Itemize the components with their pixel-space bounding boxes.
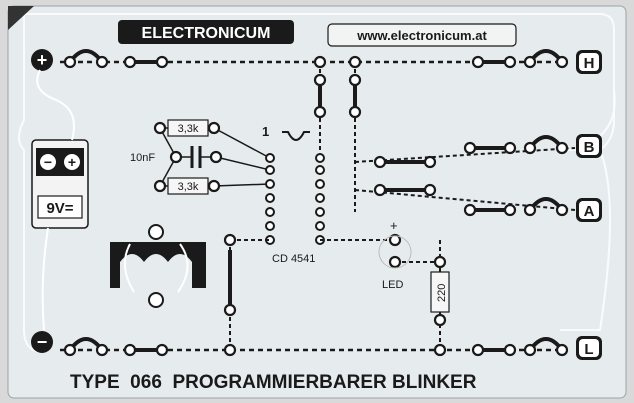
rail-plus-symbol: + [37, 50, 48, 70]
ic-label: CD 4541 [272, 253, 315, 265]
terminal-a[interactable]: A [576, 198, 602, 222]
led: + LED [378, 218, 412, 291]
terminal-l[interactable]: L [576, 336, 602, 360]
capacitor-label: 10nF [130, 152, 155, 164]
led-label: LED [382, 279, 403, 291]
resistor-top: 3,3k [158, 119, 214, 137]
programming-switch-icon [110, 224, 206, 308]
terminal-a-label: A [584, 203, 595, 220]
terminal-l-label: L [584, 341, 593, 358]
rail-minus-symbol-bg [31, 331, 53, 353]
battery-voltage: 9V= [46, 200, 73, 217]
battery-wire-minus [41, 227, 49, 331]
battery-9v: − + 9V= [31, 139, 89, 229]
ic-notch [282, 131, 310, 141]
resistor-bottom: 3,3k [158, 177, 214, 195]
terminal-h[interactable]: H [576, 50, 602, 74]
rail-minus-symbol: − [37, 332, 48, 352]
resistor-220-label: 220 [436, 284, 448, 302]
website-box [327, 23, 517, 47]
terminal-b-label: B [584, 139, 595, 156]
battery-plus: + [68, 154, 76, 170]
resistor-220: 220 [430, 271, 450, 313]
brand-label: ELECTRONICUM [142, 25, 271, 42]
ic-pins-left [265, 153, 275, 245]
terminal-b[interactable]: B [576, 134, 602, 158]
cut-outline [13, 13, 616, 353]
website-label: www.electronicum.at [356, 28, 487, 43]
footer-title: TYPE 066 PROGRAMMIERBARER BLINKER [70, 372, 477, 393]
rail-plus-symbol-bg [31, 49, 53, 71]
resistor-top-label: 3,3k [178, 123, 199, 135]
battery-wire-plus [36, 69, 75, 141]
brand-label-bg [118, 20, 294, 44]
ic-pins-right [315, 153, 325, 245]
ic-pin1-marker: 1 [262, 124, 269, 139]
corner-mark [8, 6, 34, 30]
capacitor: 10nF [130, 146, 216, 168]
battery-minus: − [44, 154, 52, 170]
led-plus: + [390, 218, 398, 233]
resistor-bottom-label: 3,3k [178, 181, 199, 193]
contact-points [63, 55, 569, 357]
terminal-h-label: H [584, 55, 595, 72]
